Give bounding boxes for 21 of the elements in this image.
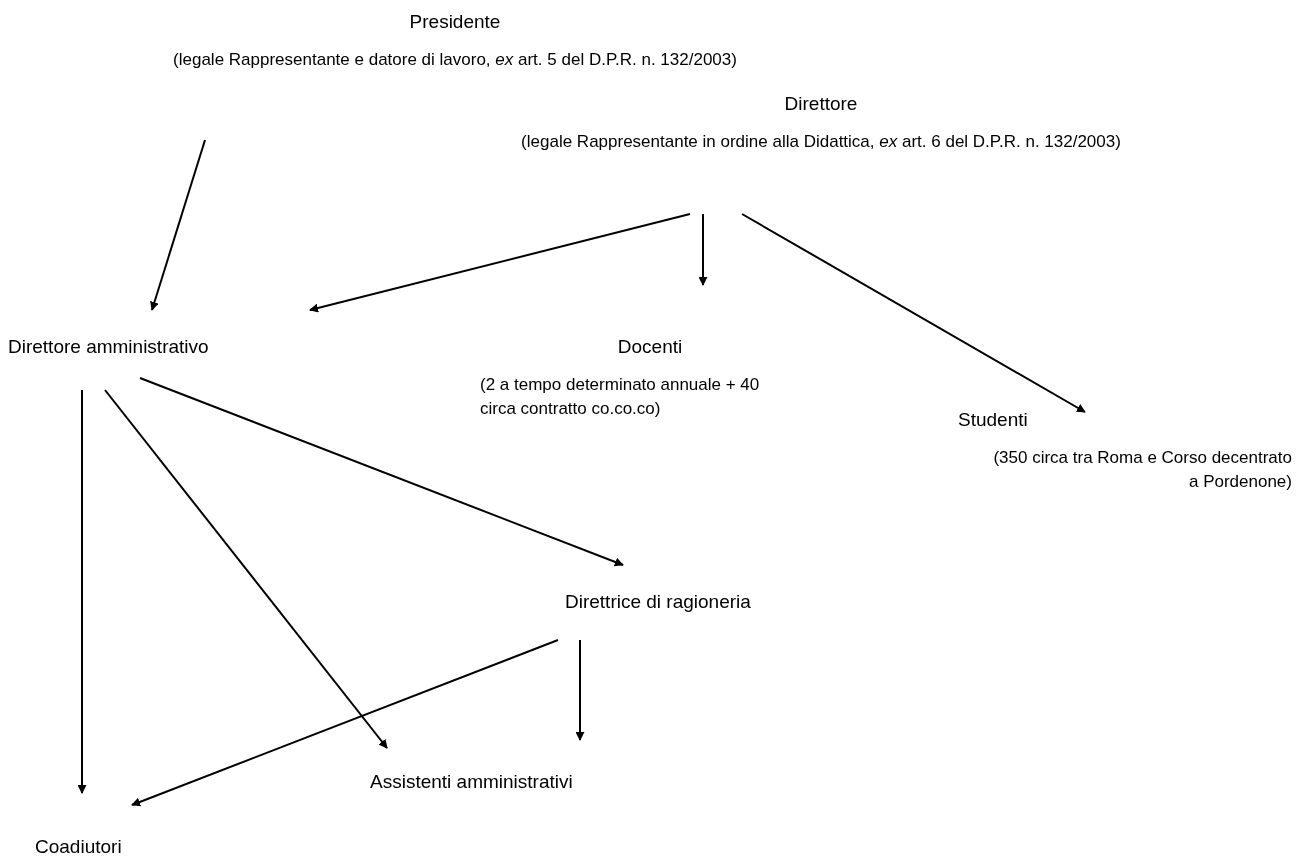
arrow — [131, 639, 559, 807]
role-label: Studenti — [957, 408, 1029, 432]
arrow — [77, 389, 87, 794]
arrow — [698, 213, 708, 286]
arrow — [309, 213, 691, 313]
role-description: (350 circa tra Roma e Corso decentrato a Pordenone) — [992, 447, 1292, 493]
arrow — [741, 213, 1086, 413]
role-label: Direttrice di ragioneria — [565, 590, 752, 614]
role-label: Direttore — [783, 92, 859, 116]
arrow — [150, 139, 206, 311]
role-description: (legale Rappresentante in ordine alla Didattica, ex art. 6 del D.P.R. n. 132/2003) — [520, 131, 1122, 153]
role-label: Coadiutori — [35, 835, 123, 859]
role-label: Direttore amministrativo — [8, 335, 210, 359]
role-label: Assistenti amministrativi — [370, 770, 574, 794]
arrow — [139, 377, 624, 567]
role-description: (legale Rappresentante e datore di lavoro, ex art. 5 del D.P.R. n. 132/2003) — [172, 49, 738, 71]
role-description: (2 a tempo determinato annuale + 40 circa contratto co.co.co) — [480, 374, 761, 420]
arrow — [575, 639, 585, 741]
role-label: Docenti — [616, 335, 684, 359]
arrow — [104, 389, 388, 749]
role-label: Presidente — [408, 10, 502, 34]
